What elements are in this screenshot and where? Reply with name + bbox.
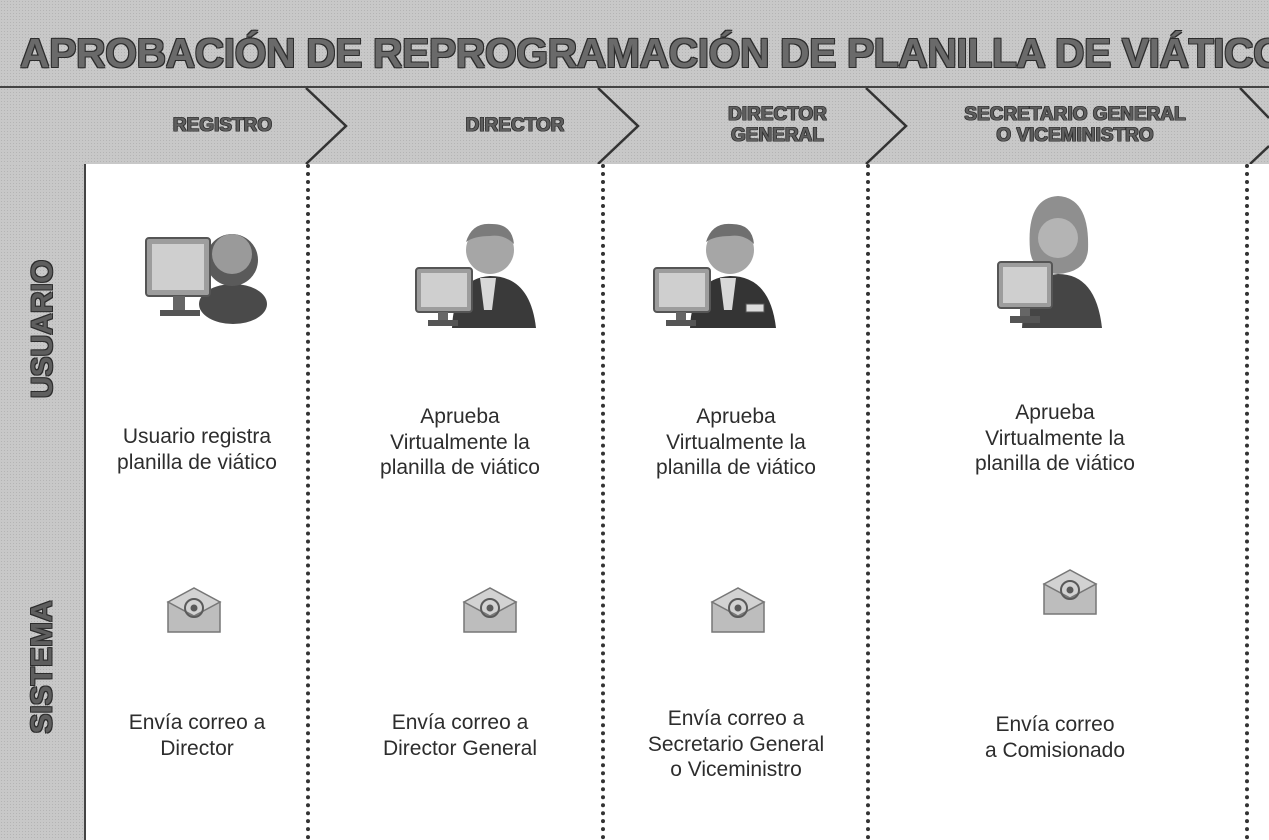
stage-1-system-action: Envía correo a Director — [128, 711, 266, 760]
stage-divider-3 — [866, 164, 870, 840]
stage-4-system-action: Envía correo a Comisionado — [984, 713, 1126, 762]
title-bar: APROBACIÓN DE REPROGRAMACIÓN DE PLANILLA… — [0, 0, 1269, 88]
stage-2-user-action: Aprueba Virtualmente la planilla de viát… — [380, 405, 540, 480]
stage-chevrons — [305, 88, 1269, 164]
diagram-title: APROBACIÓN DE REPROGRAMACIÓN DE PLANILLA… — [20, 30, 1269, 76]
stage-1-user-action: Usuario registra planilla de viático — [117, 425, 277, 474]
email-envelope-icon — [462, 587, 518, 633]
stage-director: DIRECTOR — [465, 114, 565, 136]
lane-sistema: SISTEMA — [0, 494, 86, 840]
lane-sistema-label: SISTEMA — [26, 600, 60, 734]
lane-label-band: USUARIO SISTEMA — [0, 164, 86, 840]
woman-computer-icon — [997, 196, 1102, 328]
manager-computer-icon — [415, 223, 536, 328]
stage-divider-4 — [1245, 164, 1249, 840]
lane-usuario: USUARIO — [0, 164, 86, 494]
email-envelope-icon — [1042, 569, 1098, 615]
stage-registro: REGISTRO — [172, 114, 273, 136]
chevron-2 — [597, 88, 640, 164]
email-envelope-icon — [166, 587, 222, 633]
lane-usuario-label: USUARIO — [26, 259, 59, 399]
stage-divider-1 — [306, 164, 310, 840]
stage-3-user-action: Aprueba Virtualmente la planilla de viát… — [656, 405, 816, 480]
stage-director-general: DIRECTOR GENERAL — [728, 104, 827, 146]
stage-divider-2 — [601, 164, 605, 840]
stage-header-row: REGISTRO DIRECTOR DIRECTOR GENERAL SECRE… — [0, 88, 1269, 164]
user-computer-icon — [145, 234, 267, 324]
stage-2-system-action: Envía correo a Director General — [382, 711, 538, 760]
email-envelope-icon — [710, 587, 766, 633]
chevron-4b — [1249, 145, 1269, 164]
stage-secretario-general: SECRETARIO GENERAL O VICEMINISTRO — [964, 104, 1186, 146]
executive-computer-icon — [653, 223, 776, 328]
stage-4-user-action: Aprueba Virtualmente la planilla de viát… — [975, 401, 1135, 476]
stage-3-system-action: Envía correo a Secretario General o Vice… — [647, 707, 825, 782]
chevron-3 — [865, 88, 908, 164]
chevron-1 — [305, 88, 348, 164]
chevron-4 — [1239, 88, 1269, 119]
